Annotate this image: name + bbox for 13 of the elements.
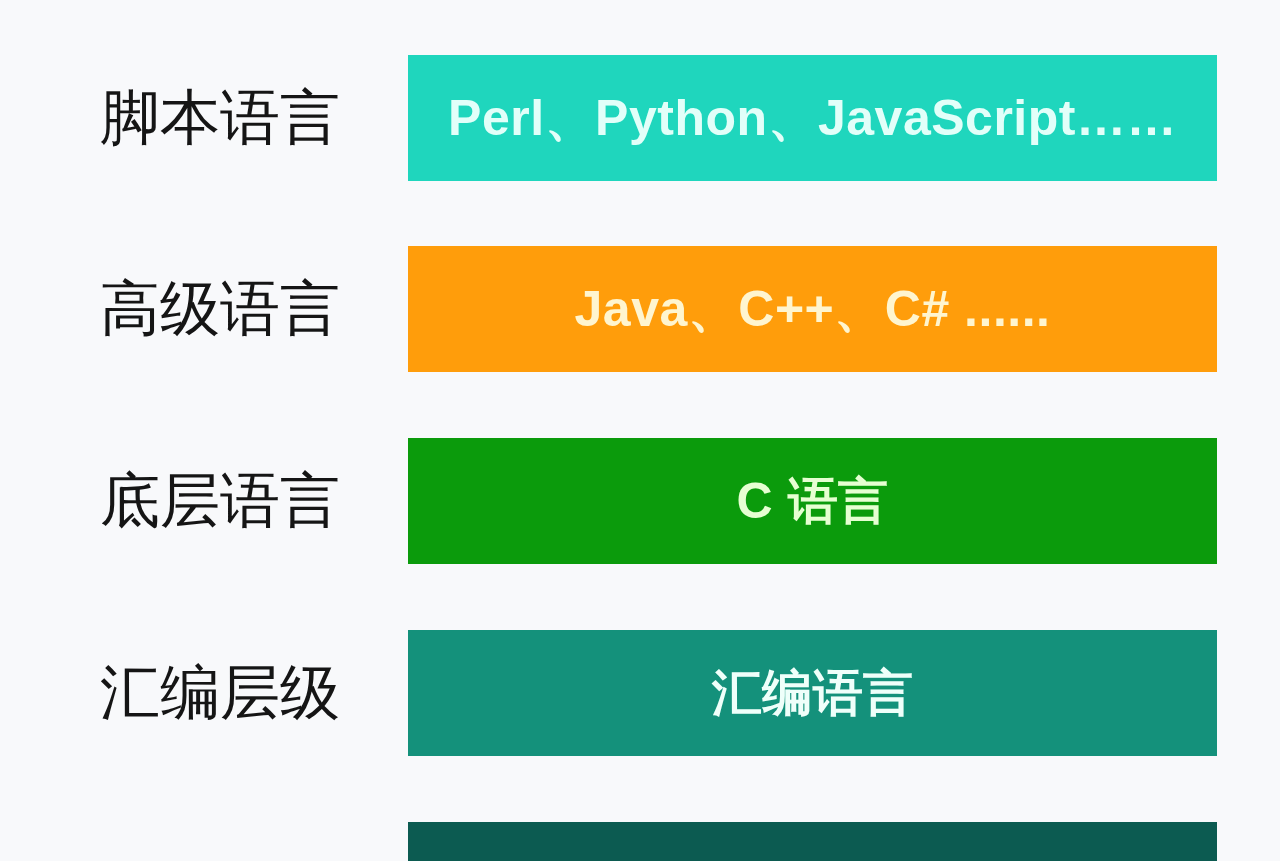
layer-box xyxy=(408,630,1217,756)
layer-text: Java、C++、C# ...... xyxy=(574,281,1051,337)
layer-name: 高级语言 xyxy=(100,279,340,339)
layer-text: C 语言 xyxy=(736,473,889,529)
layer-box xyxy=(408,55,1217,181)
layer-box xyxy=(408,246,1217,372)
layer-text: Perl、Python、JavaScript…… xyxy=(448,90,1177,146)
layer-name: 汇编层级 xyxy=(100,663,340,723)
layer-box xyxy=(408,438,1217,564)
layer-name: 底层语言 xyxy=(100,471,340,531)
layer-box xyxy=(408,822,1217,861)
layer-text: 汇编语言 xyxy=(711,665,914,721)
layer-name: 脚本语言 xyxy=(100,88,340,148)
